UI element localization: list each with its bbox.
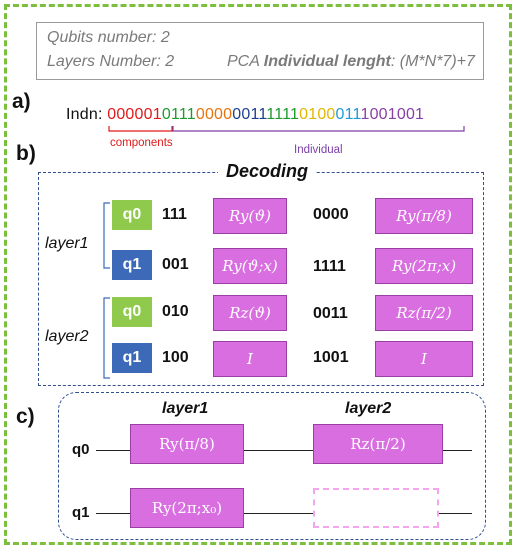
bit-segment: 0011	[232, 106, 267, 123]
layer-braces	[103, 202, 110, 379]
gate2: Ry(π/8)	[375, 198, 473, 234]
pca-length: PCA Individual lenght: (M*N*7)+7	[227, 53, 475, 71]
indn-prefix: Indn:	[66, 106, 108, 123]
individual-bits: 011100000011111101000111001001	[162, 106, 424, 123]
bit-segment: 0	[161, 106, 171, 123]
components-label: components	[110, 137, 173, 149]
code1: 010	[162, 303, 189, 320]
code2: 1001	[313, 349, 349, 366]
gate1: Ry(ϑ;x)	[213, 248, 287, 284]
bit-segment: 1111	[266, 106, 300, 123]
pca-suffix: : (M*N*7)+7	[390, 53, 475, 70]
gate2: Ry(2π;x)	[375, 248, 473, 284]
bit-segment: 011	[335, 106, 361, 123]
code1: 001	[162, 256, 189, 273]
gate1: I	[213, 341, 287, 377]
outer-frame	[4, 4, 512, 545]
q0-gate-layer1: Ry(π/8)	[130, 424, 244, 464]
layer2-brace	[103, 297, 110, 379]
info-box	[36, 22, 484, 80]
layers-number: Layers Number: 2	[47, 53, 175, 70]
qubit-badge-q1: q1	[112, 343, 152, 373]
label-c: c)	[16, 405, 35, 428]
q1-gate-layer1: Ry(2π;x₀)	[130, 488, 244, 528]
label-a: a)	[12, 90, 31, 113]
layer2-label: layer2	[45, 328, 89, 345]
layer1-label: layer1	[45, 235, 89, 252]
bit-segment: 0100	[299, 106, 336, 123]
pca-bold: Individual lenght	[263, 53, 391, 70]
qubit-badge-q1: q1	[112, 250, 152, 280]
qubit-badge-q0: q0	[112, 297, 152, 327]
q1-wire	[96, 513, 472, 514]
gate1: Ry(ϑ)	[213, 198, 287, 234]
q0-wire	[96, 450, 472, 451]
q1-empty-gate-layer2	[313, 488, 439, 528]
gate2: Rz(π/2)	[375, 295, 473, 331]
individual-label: Individual	[294, 144, 343, 156]
label-b: b)	[16, 142, 36, 165]
bit-segment: 111	[170, 106, 196, 123]
gate1: Rz(ϑ)	[213, 295, 287, 331]
layer1-brace	[103, 202, 110, 269]
brackets	[108, 126, 465, 132]
q0-gate-layer2: Rz(π/2)	[313, 424, 443, 464]
components-bits: 000001	[107, 106, 162, 123]
circuit-q0-label: q0	[72, 441, 90, 458]
code2: 0000	[313, 206, 349, 223]
pca-prefix: PCA	[227, 53, 260, 70]
code2: 0011	[313, 305, 348, 322]
individual-bracket	[172, 126, 465, 132]
bit-segment: 0000	[195, 106, 233, 123]
circuit-layer2-label: layer2	[345, 400, 392, 417]
circuit-box	[58, 392, 486, 540]
bit-segment: 1001001	[360, 106, 425, 123]
decoding-title: Decoding	[218, 161, 317, 182]
circuit-layer1-label: layer1	[162, 400, 209, 417]
qubits-number: Qubits number: 2	[47, 29, 170, 46]
code1: 111	[162, 206, 187, 223]
gate2: I	[375, 341, 473, 377]
components-bracket	[108, 126, 173, 132]
code1: 100	[162, 349, 189, 366]
circuit-q1-label: q1	[72, 504, 90, 521]
code2: 1111	[313, 258, 346, 275]
qubit-badge-q0: q0	[112, 200, 152, 230]
individual-bitstring: Indn: 0000010111000000111111010001110010…	[66, 106, 424, 124]
